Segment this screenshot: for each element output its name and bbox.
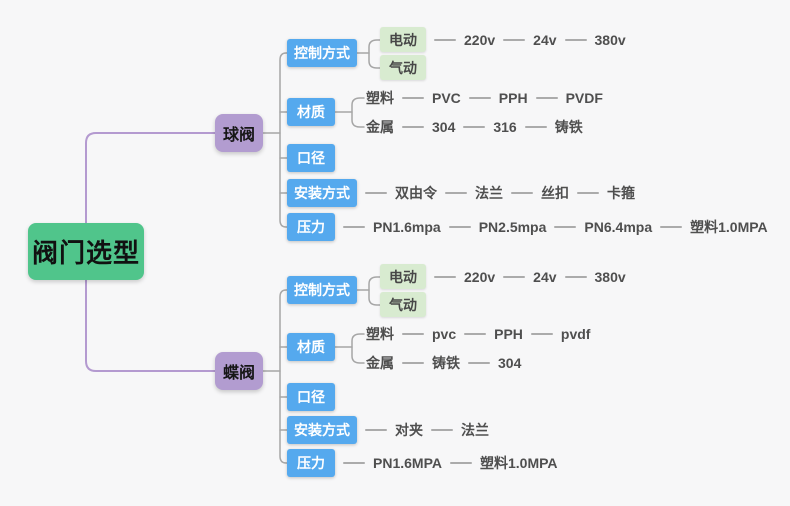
chain-node[interactable]: 380v (594, 269, 626, 285)
node-bfly-installation[interactable]: 安装方式 (287, 416, 357, 444)
chain-node[interactable]: pvdf (560, 326, 591, 342)
connector-line (402, 333, 424, 335)
connector-line (564, 39, 587, 41)
node-ball-electric[interactable]: 电动 (380, 27, 426, 52)
node-ball-control-method[interactable]: 控制方式 (287, 39, 357, 67)
connector-line (660, 226, 683, 228)
node-bfly-control-method[interactable]: 控制方式 (287, 276, 357, 304)
chain-node[interactable]: PVC (432, 90, 461, 106)
root-node-valve-selection[interactable]: 阀门选型 (28, 223, 144, 280)
connector-line (577, 192, 599, 194)
chain-node[interactable]: 对夹 (395, 422, 423, 438)
node-ball-pressure[interactable]: 压力 (287, 213, 335, 241)
chain-ball-installation: 双由令 法兰 丝扣 卡箍 (357, 183, 635, 203)
connector-line (402, 97, 424, 99)
chain-node[interactable]: 铸铁 (554, 119, 583, 135)
node-ball-material[interactable]: 材质 (287, 98, 335, 126)
chain-node[interactable]: 金属 (366, 355, 394, 371)
chain-node[interactable]: 24v (533, 269, 557, 285)
connector-line (343, 226, 365, 228)
connector-line (503, 39, 526, 41)
node-ball-bore[interactable]: 口径 (287, 144, 335, 172)
node-ball-installation[interactable]: 安装方式 (287, 179, 357, 207)
connector-line (343, 462, 365, 464)
branch-node-ball-valve[interactable]: 球阀 (215, 114, 263, 152)
chain-node[interactable]: 双由令 (395, 185, 437, 201)
chain-node[interactable]: PPH (498, 90, 528, 106)
connector-line (530, 333, 553, 335)
chain-node[interactable]: 24v (533, 32, 557, 48)
chain-bfly-metal: 金属 铸铁 304 (366, 353, 521, 373)
connector-line (448, 226, 471, 228)
node-bfly-pressure[interactable]: 压力 (287, 449, 335, 477)
connector-line (431, 429, 453, 431)
chain-node[interactable]: 304 (432, 119, 456, 135)
chain-node[interactable]: 220v (464, 32, 496, 48)
chain-node[interactable]: pvc (432, 326, 457, 342)
connector-line (564, 276, 587, 278)
chain-node[interactable]: 塑料1.0MPA (479, 455, 558, 471)
chain-ball-electric-voltages: 220v 24v 380v (426, 30, 626, 50)
chain-node[interactable]: 铸铁 (432, 355, 460, 371)
connector-line (445, 192, 467, 194)
connector-line (503, 276, 526, 278)
chain-node[interactable]: 220v (464, 269, 496, 285)
chain-node[interactable]: 卡箍 (607, 185, 635, 201)
connector-line (464, 333, 487, 335)
connector-line (535, 97, 558, 99)
chain-node[interactable]: PPH (494, 326, 523, 342)
connector-line (402, 362, 424, 364)
chain-node[interactable]: 塑料 (366, 326, 394, 342)
connector-line (449, 462, 472, 464)
chain-ball-pressure: PN1.6mpa PN2.5mpa PN6.4mpa 塑料1.0MPA (335, 217, 768, 237)
connector-line (554, 226, 577, 228)
chain-node[interactable]: 380v (594, 32, 626, 48)
chain-node[interactable]: PN1.6mpa (373, 219, 441, 235)
chain-bfly-plastic: 塑料 pvc PPH pvdf (366, 324, 590, 344)
connector-line (434, 39, 456, 41)
node-bfly-bore[interactable]: 口径 (287, 383, 335, 411)
chain-ball-metal: 金属 304 316 铸铁 (366, 117, 583, 137)
chain-node[interactable]: 304 (498, 355, 522, 371)
connector-line (365, 429, 387, 431)
node-bfly-material[interactable]: 材质 (287, 333, 335, 361)
chain-node[interactable]: PN6.4mpa (584, 219, 653, 235)
chain-bfly-pressure: PN1.6MPA 塑料1.0MPA (335, 453, 558, 473)
chain-node[interactable]: PN2.5mpa (478, 219, 547, 235)
connector-line (468, 97, 491, 99)
chain-node[interactable]: PVDF (565, 90, 603, 106)
connector-line (463, 126, 486, 128)
connector-line (524, 126, 547, 128)
node-bfly-pneumatic[interactable]: 气动 (380, 292, 426, 317)
connector-line (511, 192, 533, 194)
chain-node[interactable]: 316 (493, 119, 517, 135)
chain-node[interactable]: 法兰 (461, 422, 489, 438)
chain-node[interactable]: 法兰 (475, 185, 503, 201)
chain-node[interactable]: 金属 (366, 119, 394, 135)
chain-node[interactable]: 塑料 (366, 90, 394, 106)
chain-node[interactable]: PN1.6MPA (373, 455, 442, 471)
node-ball-pneumatic[interactable]: 气动 (380, 55, 426, 80)
chain-ball-plastic: 塑料 PVC PPH PVDF (366, 88, 603, 108)
chain-node[interactable]: 塑料1.0MPA (690, 219, 768, 235)
connector-line (468, 362, 490, 364)
node-bfly-electric[interactable]: 电动 (380, 264, 426, 289)
chain-bfly-installation: 对夹 法兰 (357, 420, 489, 440)
branch-node-butterfly-valve[interactable]: 蝶阀 (215, 352, 263, 390)
connector-line (434, 276, 456, 278)
chain-node[interactable]: 丝扣 (541, 185, 569, 201)
connector-line (365, 192, 387, 194)
chain-bfly-electric-voltages: 220v 24v 380v (426, 267, 626, 287)
connector-line (402, 126, 424, 128)
